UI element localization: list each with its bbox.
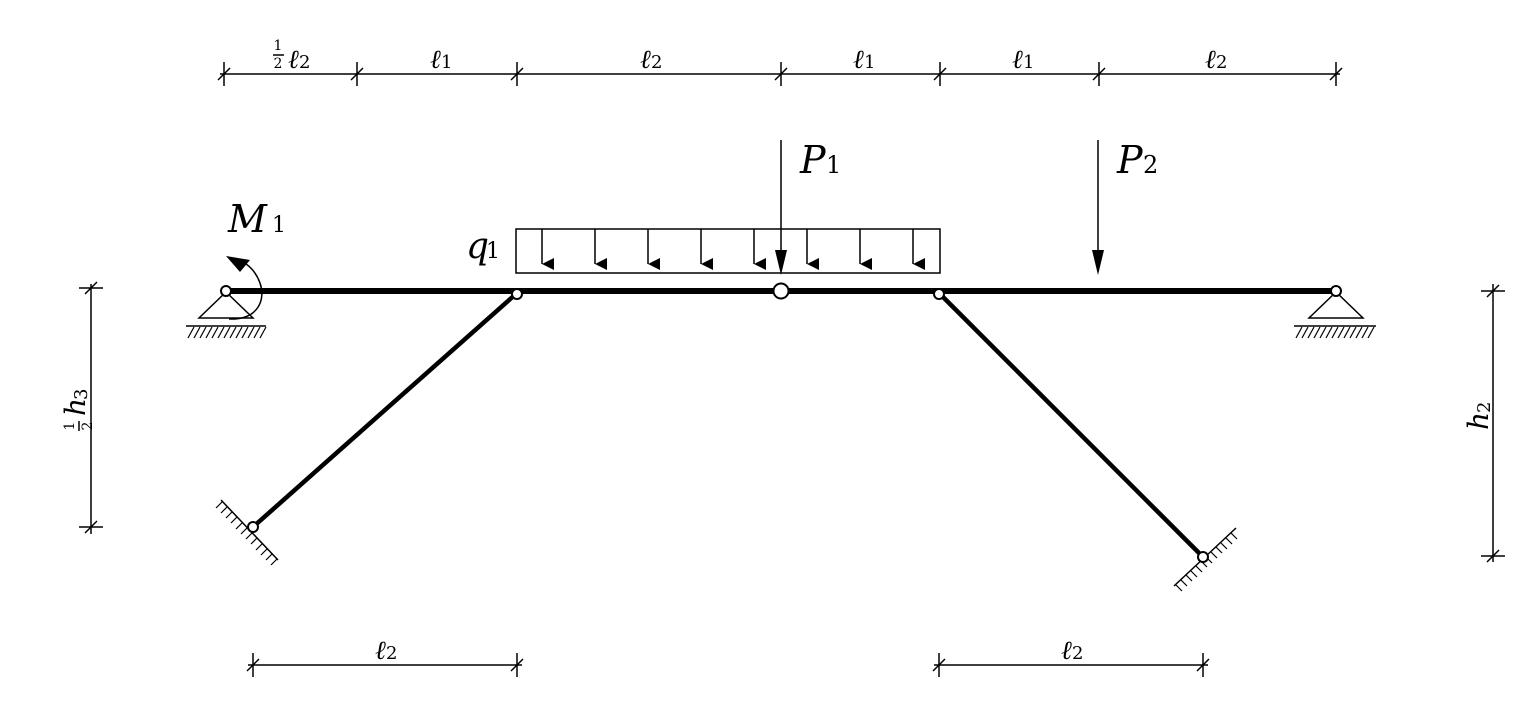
svg-text:1: 1 <box>1023 52 1034 73</box>
svg-text:h: h <box>59 398 92 416</box>
svg-text:2: 2 <box>1474 402 1495 413</box>
p1-label: P 1 <box>799 138 841 182</box>
svg-text:3: 3 <box>71 389 92 400</box>
pin-support-icon <box>1294 285 1376 339</box>
svg-text:P: P <box>1116 138 1144 182</box>
fixed-support-icon <box>1173 527 1238 592</box>
point-load-arrow-icon <box>1092 140 1104 275</box>
top-dim-ticks <box>217 62 1343 86</box>
right-vertical-dimension: h 2 <box>1462 284 1505 563</box>
svg-text:2: 2 <box>1216 52 1227 73</box>
point-load-arrow-icon <box>775 140 787 275</box>
bottom-dimension-right: ℓ 2 <box>932 636 1210 677</box>
svg-text:ℓ: ℓ <box>288 45 299 75</box>
svg-text:1: 1 <box>272 213 286 238</box>
moment-arrow-icon <box>226 256 263 320</box>
svg-text:1: 1 <box>274 38 283 54</box>
svg-text:P: P <box>799 138 827 182</box>
top-dim-label-5: ℓ 1 <box>1012 45 1034 75</box>
pin-support-icon <box>186 285 267 339</box>
m1-label: M 1 <box>227 197 286 241</box>
svg-text:2: 2 <box>274 56 283 72</box>
svg-text:1: 1 <box>864 52 875 73</box>
hinge-icon <box>933 288 945 300</box>
svg-text:ℓ: ℓ <box>1061 636 1072 666</box>
hinge-icon <box>772 282 790 300</box>
svg-text:ℓ: ℓ <box>640 45 651 75</box>
svg-text:1: 1 <box>441 52 452 73</box>
svg-text:ℓ: ℓ <box>1012 45 1023 75</box>
q1-label: q 1 <box>466 226 500 267</box>
svg-text:ℓ: ℓ <box>1205 45 1216 75</box>
bottom-dimension-left: ℓ 2 <box>246 636 524 677</box>
bottom-dim-label-right: ℓ 2 <box>1061 636 1083 666</box>
distributed-load-icon <box>515 228 941 274</box>
svg-text:ℓ: ℓ <box>375 636 386 666</box>
top-dim-label-3: ℓ 2 <box>640 45 662 75</box>
hinge-icon <box>511 288 523 300</box>
svg-text:h: h <box>1462 412 1495 430</box>
svg-text:q: q <box>466 226 489 267</box>
svg-text:1: 1 <box>62 422 78 431</box>
svg-text:2: 2 <box>651 52 662 73</box>
top-dim-label-4: ℓ 1 <box>853 45 875 75</box>
left-vertical-dim-label: 1 2 h 3 <box>59 389 96 431</box>
fixed-support-icon <box>215 499 279 566</box>
top-dim-label-1: 1 2 ℓ 2 <box>273 38 310 75</box>
svg-text:2: 2 <box>386 643 397 664</box>
svg-text:ℓ: ℓ <box>430 45 441 75</box>
svg-text:1: 1 <box>486 239 500 264</box>
bottom-dim-label-left: ℓ 2 <box>375 636 397 666</box>
top-dim-label-2: ℓ 1 <box>430 45 452 75</box>
right-strut <box>937 291 1205 559</box>
left-strut <box>251 291 519 529</box>
svg-text:1: 1 <box>826 151 841 179</box>
top-dimension-line: 1 2 ℓ 2 ℓ 1 ℓ 2 ℓ 1 ℓ 1 ℓ 2 <box>217 38 1343 86</box>
svg-text:2: 2 <box>80 422 96 431</box>
svg-text:2: 2 <box>299 52 310 73</box>
svg-text:2: 2 <box>1143 151 1158 179</box>
right-vertical-dim-label: h 2 <box>1462 402 1495 430</box>
top-dim-label-6: ℓ 2 <box>1205 45 1227 75</box>
left-vertical-dimension: 1 2 h 3 <box>59 281 103 534</box>
p2-label: P 2 <box>1116 138 1158 182</box>
svg-text:M: M <box>227 197 268 241</box>
svg-text:ℓ: ℓ <box>853 45 864 75</box>
svg-text:2: 2 <box>1072 643 1083 664</box>
